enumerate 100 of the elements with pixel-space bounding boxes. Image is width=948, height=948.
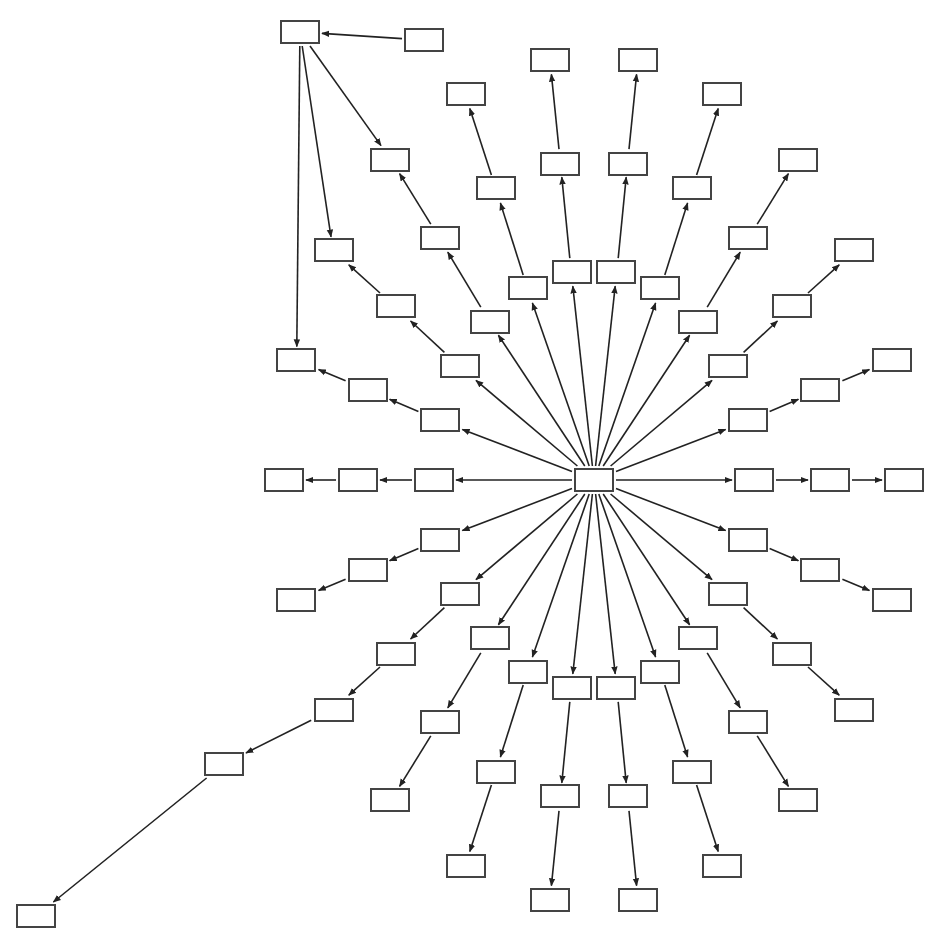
arrow (664, 684, 689, 758)
arrow (742, 606, 779, 640)
node-box (313, 238, 354, 263)
node-box (439, 581, 480, 606)
arrow (756, 172, 790, 225)
arrow (398, 735, 432, 788)
arrow (398, 172, 432, 225)
node-box (596, 260, 637, 285)
arrow (617, 176, 629, 259)
arrow (664, 202, 689, 276)
arrow (706, 652, 741, 709)
node-box (469, 309, 510, 334)
node-box (204, 752, 244, 776)
node-box (370, 788, 411, 813)
arrow (52, 777, 208, 903)
arrow (409, 606, 446, 640)
arrow (602, 334, 691, 467)
arrow (293, 45, 301, 348)
node-box (280, 20, 320, 44)
node-box (672, 176, 713, 201)
node-box (16, 904, 56, 928)
arrow (559, 176, 571, 259)
arrow (317, 368, 347, 382)
node-box (596, 675, 637, 700)
node-box (727, 408, 768, 433)
node-box (678, 626, 719, 651)
arrow (594, 285, 618, 467)
arrow (348, 264, 381, 294)
arrow (594, 493, 618, 675)
node-box (618, 887, 659, 912)
node-box (264, 468, 304, 492)
node-box (475, 176, 516, 201)
node-box (551, 675, 592, 700)
arrow (609, 379, 713, 467)
node-box (375, 294, 416, 319)
arrow (695, 107, 719, 176)
node-box (678, 309, 719, 334)
node-box (672, 759, 713, 784)
arrow (469, 107, 493, 176)
node-box (834, 697, 875, 722)
arrow (499, 684, 524, 758)
arrow (447, 251, 482, 308)
node-box (338, 468, 378, 492)
arrow (388, 398, 420, 413)
node-box (375, 641, 416, 665)
node-box (618, 48, 659, 73)
node-box (420, 408, 461, 433)
arrow (570, 493, 594, 675)
arrow (497, 334, 586, 467)
node-box (420, 527, 461, 552)
node-box (475, 759, 516, 784)
node-box (884, 468, 924, 492)
arrow (461, 487, 573, 532)
node-box (404, 28, 444, 52)
arrow (379, 476, 413, 484)
arrow (598, 302, 657, 467)
arrow (841, 578, 871, 592)
node-box (529, 887, 570, 912)
arrow (475, 379, 579, 467)
node-box (777, 147, 817, 172)
arrow (559, 701, 571, 784)
node-box (445, 853, 486, 878)
arrow (756, 735, 790, 788)
node-box (419, 709, 460, 734)
arrow (617, 701, 629, 784)
node-box (607, 151, 648, 176)
node-box (607, 784, 648, 809)
arrow (807, 264, 840, 294)
arrow (461, 428, 573, 473)
arrow (317, 578, 347, 592)
arrow (321, 30, 403, 40)
node-box (529, 48, 570, 73)
arrow (499, 202, 524, 276)
arrow (447, 652, 482, 709)
node-box (507, 659, 548, 683)
arrow (305, 476, 337, 484)
node-box (439, 354, 480, 379)
node-box (708, 354, 749, 379)
arrow (807, 666, 840, 696)
node-box (727, 527, 768, 552)
arrow (531, 302, 590, 467)
node-box (347, 377, 388, 402)
arrow (609, 493, 713, 581)
arrow (695, 784, 719, 853)
node-box (640, 659, 681, 683)
node-box (800, 377, 841, 402)
node-box (551, 260, 592, 285)
node-box (772, 641, 813, 665)
node-box (574, 468, 614, 492)
arrow (570, 285, 594, 467)
arrow (548, 73, 560, 150)
node-box (702, 853, 743, 878)
node-box (772, 294, 813, 319)
arrow (775, 476, 809, 484)
node-box (871, 348, 912, 373)
node-box (276, 587, 317, 612)
node-box (708, 581, 749, 606)
node-box (728, 709, 769, 734)
node-box (871, 587, 912, 612)
node-box (276, 348, 317, 373)
